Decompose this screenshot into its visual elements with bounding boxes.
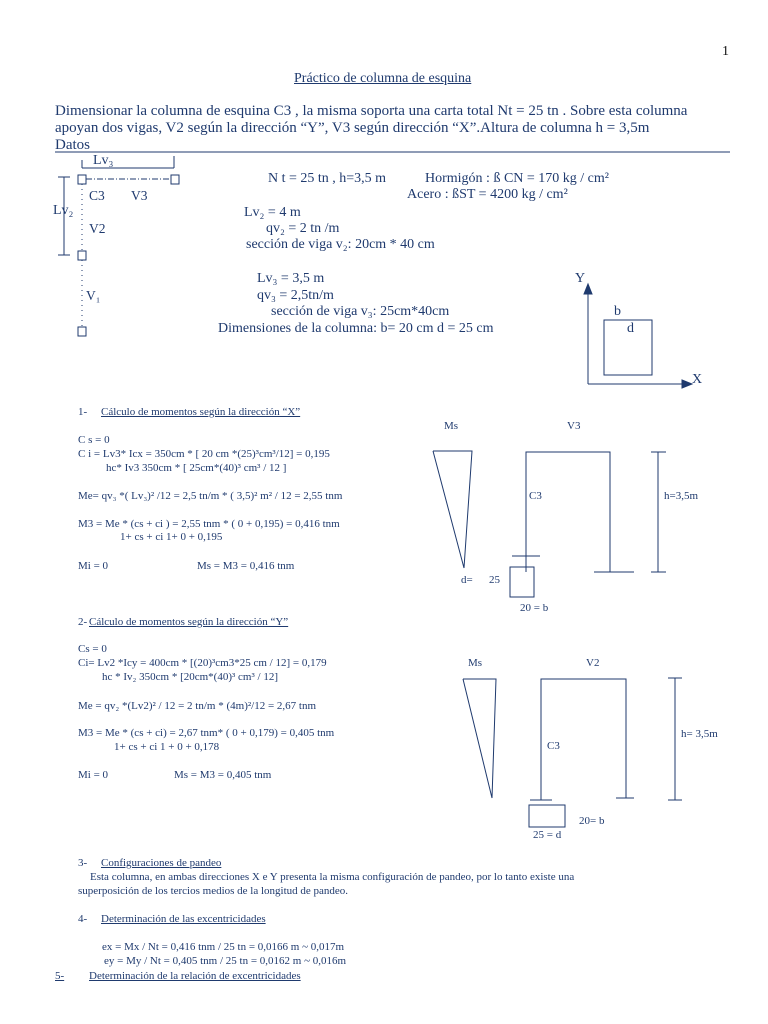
section-b-label: b	[614, 304, 621, 319]
section-d-label: d	[627, 321, 634, 336]
s2-m3-numerator: M3 = Me * (cs + ci) = 2,67 tnm* ( 0 + 0,…	[78, 727, 335, 739]
s2-m3-denominator: 1+ cs + ci 1 + 0 + 0,178	[114, 741, 220, 753]
seccion-v3-value: sección de viga v₃: 25cm*40cm	[271, 304, 450, 319]
column-box-right	[170, 174, 180, 185]
section5-number: 5-	[55, 970, 65, 982]
fig2-c3-label: C3	[547, 740, 560, 752]
s1-m3-numerator: M3 = Me * (cs + ci ) = 2,55 tnm * ( 0 + …	[78, 518, 340, 530]
frame-x-figure	[432, 450, 666, 598]
s2-ms: Ms = M3 = 0,405 tnm	[174, 769, 272, 781]
plan-v2-label: V2	[89, 221, 106, 236]
acero-value: Acero : ßST = 4200 kg / cm²	[407, 187, 568, 202]
s1-mi: Mi = 0	[78, 560, 109, 572]
fig1-ms-label: Ms	[444, 420, 459, 432]
section3-heading: Configuraciones de pandeo	[101, 857, 222, 869]
section3-number: 3-	[78, 857, 88, 869]
fig1-d-label: d=	[461, 574, 473, 586]
s1-m3-denominator: 1+ cs + ci 1+ 0 + 0,195	[120, 531, 223, 543]
axis-y-label: Y	[575, 271, 586, 286]
s2-cs: Cs = 0	[78, 643, 107, 655]
s2-mi: Mi = 0	[78, 769, 109, 781]
section1-number: 1-	[78, 406, 88, 418]
column-box-mid	[77, 250, 87, 261]
fig1-v3-label: V3	[567, 420, 581, 432]
column-section-y	[528, 804, 566, 828]
fig1-b-label: 20 = b	[520, 602, 549, 614]
plan-v1-label: V₁	[86, 288, 101, 303]
qv2-value: qv₂ = 2 tn /m	[266, 221, 340, 236]
lv2-value: Lv₂ = 4 m	[244, 205, 301, 220]
section5-heading: Determinación de la relación de excentri…	[89, 970, 301, 982]
qv3-value: qv₃ = 2,5tn/m	[257, 288, 334, 303]
s1-ci-denominator: hc* Iv3 350cm * [ 25cm*(40)³ cm³ / 12 ]	[106, 462, 287, 474]
plan-lv2-label: Lv₂	[53, 203, 74, 218]
s1-me: Me= qv₃ *( Lv₃)² /12 = 2,5 tn/m * ( 3,5)…	[78, 490, 343, 502]
column-box-bottom	[77, 326, 87, 337]
seccion-v2-value: sección de viga v₂: 20cm * 40 cm	[246, 237, 435, 252]
plan-sketch-lines	[58, 156, 180, 337]
fig1-h-label: h=3,5m	[664, 490, 699, 502]
page-title: Práctico de columna de esquina	[294, 71, 472, 86]
s2-ci-denominator: hc * Iv₂ 350cm * [20cm*(40)³ cm³ / 12]	[102, 671, 278, 683]
s1-ci-numerator: C i = Lv3* Icx = 350cm * [ 20 cm *(25)³c…	[78, 448, 330, 460]
page-number: 1	[722, 44, 729, 59]
s4-ey: ey = My / Nt = 0,405 tnm / 25 tn = 0,016…	[104, 955, 347, 967]
intro-line-1: Dimensionar la columna de esquina C3 , l…	[55, 103, 688, 119]
section1-heading: Cálculo de momentos según la dirección “…	[101, 406, 301, 418]
s2-me: Me = qv₂ *(Lv2)² / 12 = 2 tn/m * (4m)²/1…	[78, 700, 317, 712]
s3-line-2: superposición de los tercios medios de l…	[78, 885, 349, 897]
fig1-d-value: 25	[489, 574, 500, 586]
fig2-ms-label: Ms	[468, 657, 483, 669]
frame-y-figure	[462, 677, 682, 828]
fig2-v2-label: V2	[586, 657, 600, 669]
lv3-value: Lv₃ = 3,5 m	[257, 271, 325, 286]
axis-x-label: X	[692, 372, 703, 387]
fig2-h-label: h= 3,5m	[681, 728, 718, 740]
column-section-rect	[603, 319, 653, 376]
s1-ms: Ms = M3 = 0,416 tnm	[197, 560, 295, 572]
s4-ex: ex = Mx / Nt = 0,416 tnm / 25 tn = 0,016…	[102, 941, 345, 953]
section4-heading: Determinación de las excentricidades	[101, 913, 266, 925]
fig2-d-label: 25 = d	[533, 829, 562, 841]
column-dimensions: Dimensiones de la columna: b= 20 cm d = …	[218, 321, 494, 336]
column-c3-box	[77, 174, 87, 185]
s1-cs: C s = 0	[78, 434, 110, 446]
section2-heading: Cálculo de momentos según la dirección “…	[89, 616, 289, 628]
fig2-b-label: 20= b	[579, 815, 605, 827]
intro-line-2: apoyan dos vigas, V2 según la dirección …	[55, 120, 650, 136]
s3-line-1: Esta columna, en ambas direcciones X e Y…	[90, 871, 575, 883]
section4-number: 4-	[78, 913, 88, 925]
hormigon-value: Hormigón : ß CN = 170 kg / cm²	[425, 171, 609, 186]
fig1-c3-label: C3	[529, 490, 542, 502]
section2-number: 2-	[78, 616, 88, 628]
nt-h-value: N t = 25 tn , h=3,5 m	[268, 171, 387, 186]
axes-sketch	[583, 282, 694, 389]
plan-v3-label: V3	[131, 188, 148, 203]
plan-c3-label: C3	[89, 188, 105, 203]
s2-ci-numerator: Ci= Lv2 *Icy = 400cm * [(20)³cm3*25 cm /…	[78, 657, 327, 669]
datos-label: Datos	[55, 137, 90, 153]
column-section-x	[509, 566, 535, 598]
plan-lv3-label: Lv₃	[93, 153, 114, 168]
